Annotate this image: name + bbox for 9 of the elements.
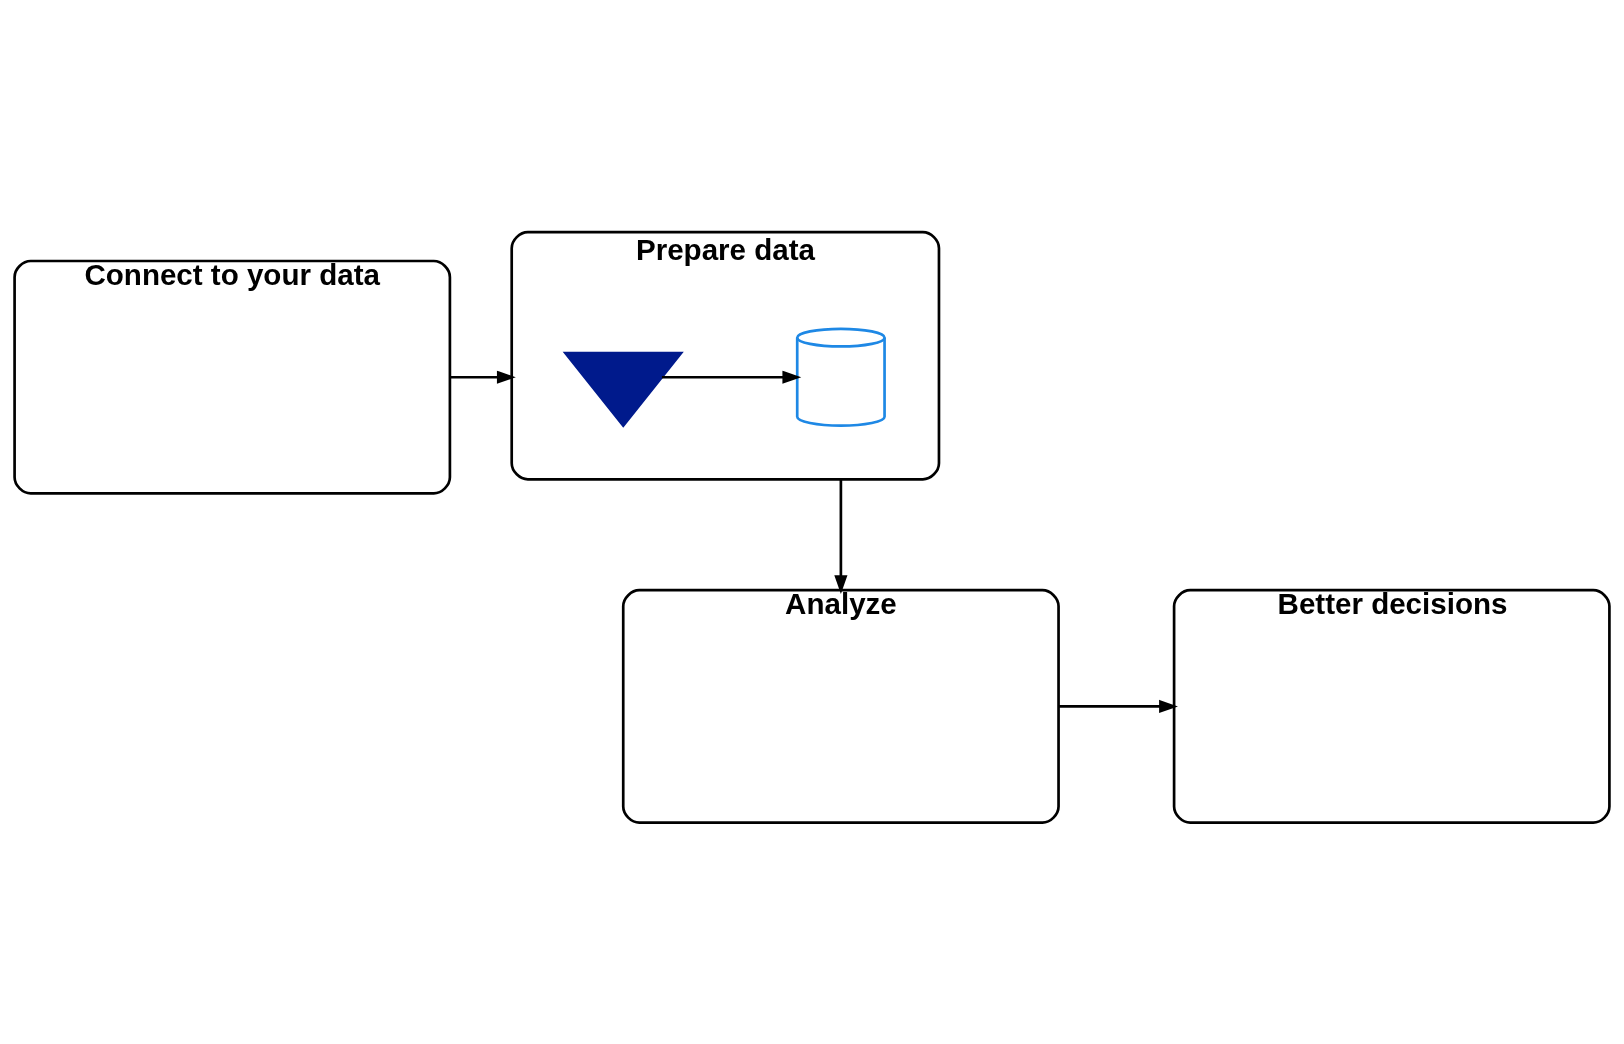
cluster: Prepare data [510, 230, 941, 481]
arrow [450, 370, 516, 384]
arrow [1058, 699, 1178, 713]
node-box: Better decisions [1172, 588, 1611, 824]
arrow [834, 479, 848, 594]
node-box: Analyze [621, 588, 1060, 824]
arrow [661, 370, 802, 384]
node-funnel [562, 351, 684, 428]
node-box: Connect to your data [13, 259, 452, 495]
